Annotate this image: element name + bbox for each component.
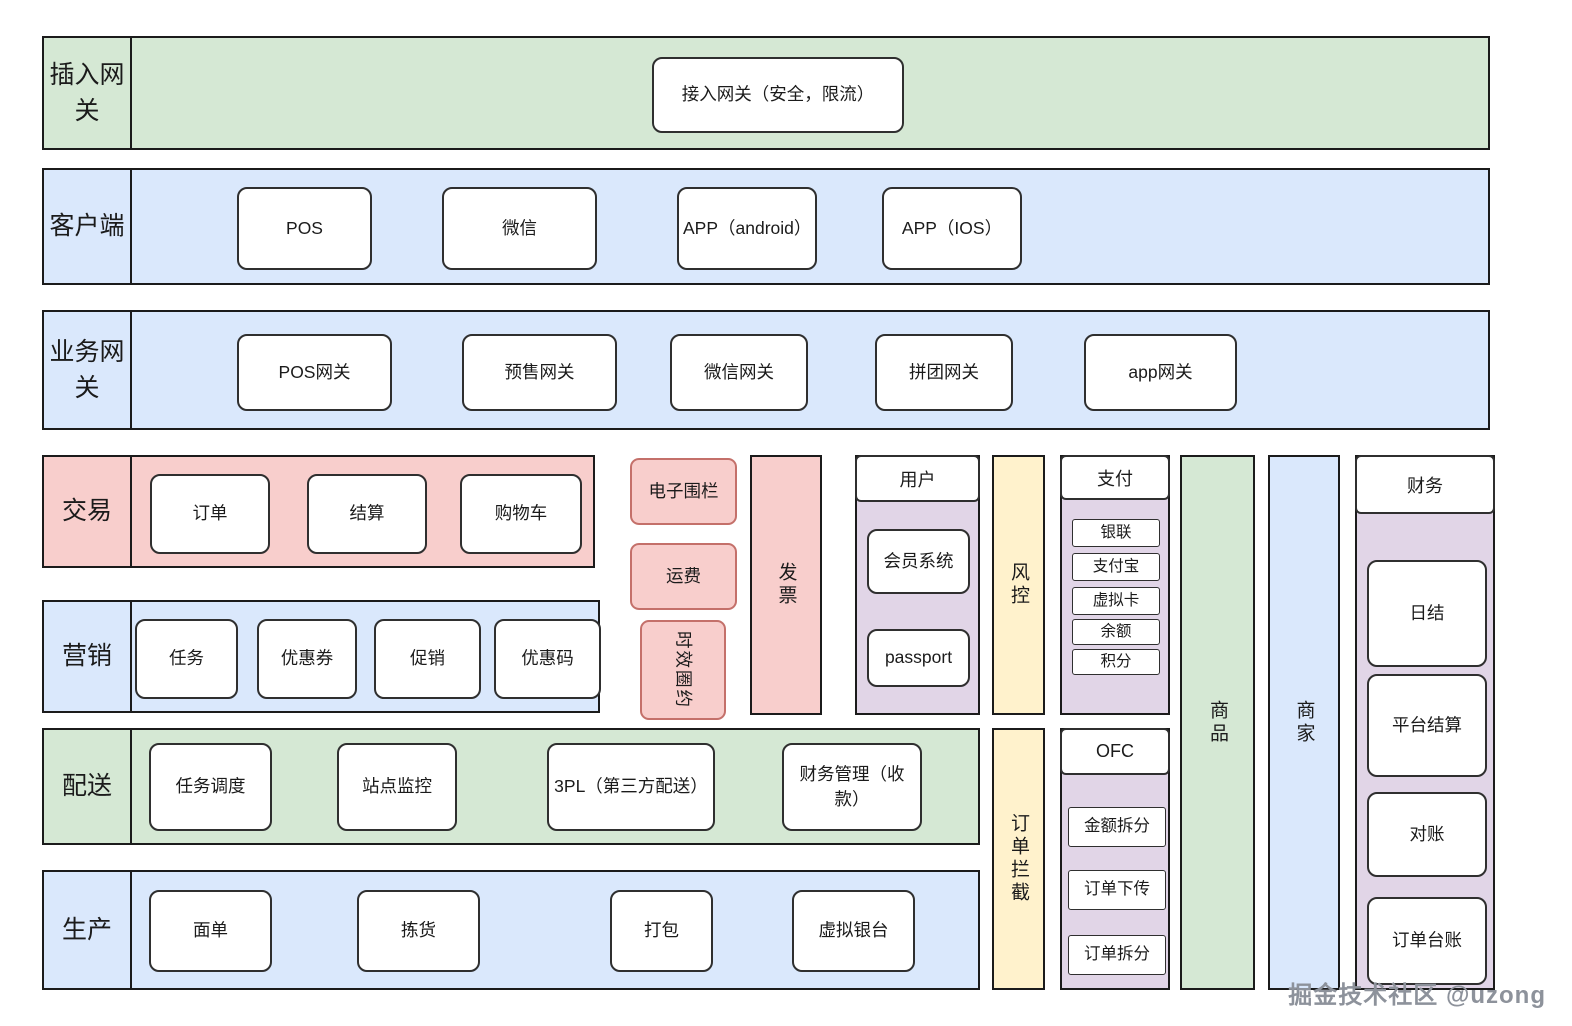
column-user-header: 用户 (855, 455, 980, 502)
column-risk-control-label: 风控 (1008, 562, 1029, 608)
node-invoice-label: 发票 (775, 562, 797, 608)
node-settlement: 结算 (307, 474, 427, 554)
node-task-scheduling: 任务调度 (149, 743, 272, 831)
node-group-buy-gateway: 拼团网关 (875, 334, 1013, 411)
node-promotion: 促销 (374, 619, 481, 699)
watermark: 掘金技术社区 @uzong (1288, 982, 1546, 1009)
layer-label-client: 客户端 (44, 170, 132, 283)
node-3pl: 3PL（第三方配送） (547, 743, 715, 831)
node-daily-settlement: 日结 (1367, 560, 1487, 667)
node-points: 积分 (1072, 649, 1160, 675)
column-product: 商品 (1180, 455, 1255, 990)
node-pos: POS (237, 187, 372, 270)
node-presale-gateway: 预售网关 (462, 334, 617, 411)
column-merchant-label: 商家 (1293, 699, 1315, 746)
node-virtual-cashier: 虚拟银台 (792, 890, 915, 972)
node-access-gateway: 接入网关（安全，限流） (652, 57, 904, 133)
node-wechat: 微信 (442, 187, 597, 270)
node-picking: 拣货 (357, 890, 480, 972)
node-waybill: 面单 (149, 890, 272, 972)
node-app-android: APP（android） (677, 187, 817, 270)
node-order-download: 订单下传 (1068, 870, 1166, 910)
column-user: 用户 会员系统 passport (855, 455, 980, 715)
node-cart: 购物车 (460, 474, 582, 554)
column-product-label: 商品 (1207, 699, 1228, 746)
column-payment-header: 支付 (1060, 455, 1170, 500)
node-sla: 时效圈约 (640, 620, 726, 720)
column-finance-header: 财务 (1355, 455, 1495, 514)
node-site-monitoring: 站点监控 (337, 743, 457, 831)
node-packing: 打包 (610, 890, 713, 972)
layer-client: 客户端 POS 微信 APP（android） APP（IOS） (42, 168, 1490, 285)
column-risk-control: 风控 (992, 455, 1045, 715)
column-merchant: 商家 (1268, 455, 1340, 990)
layer-label-production: 生产 (44, 872, 132, 988)
node-balance: 余额 (1072, 619, 1160, 645)
node-app-ios: APP（IOS） (882, 187, 1022, 270)
column-payment: 支付 银联 支付宝 虚拟卡 余额 积分 (1060, 455, 1170, 715)
column-finance: 财务 日结 平台结算 对账 订单台账 (1355, 455, 1495, 990)
node-passport: passport (867, 629, 970, 687)
node-app-gateway: app网关 (1084, 334, 1237, 411)
node-order: 订单 (150, 474, 270, 554)
node-task: 任务 (135, 619, 238, 699)
node-promo-code: 优惠码 (494, 619, 601, 699)
node-amount-split: 金额拆分 (1068, 807, 1166, 847)
layer-access-gateway: 插入网关 接入网关（安全，限流） (42, 36, 1490, 150)
node-invoice: 发票 (750, 455, 822, 715)
node-order-split: 订单拆分 (1068, 935, 1166, 975)
layer-marketing: 营销 任务 优惠券 促销 优惠码 (42, 600, 601, 713)
node-alipay: 支付宝 (1072, 553, 1160, 581)
node-unionpay: 银联 (1072, 519, 1160, 547)
layer-label-marketing: 营销 (44, 602, 132, 711)
node-sla-label: 时效圈约 (673, 631, 694, 709)
node-wechat-gateway: 微信网关 (670, 334, 808, 411)
layer-biz-gateway: 业务网关 POS网关 预售网关 微信网关 拼团网关 app网关 (42, 310, 1490, 430)
node-pos-gateway: POS网关 (237, 334, 392, 411)
node-virtual-card: 虚拟卡 (1072, 587, 1160, 615)
layer-label-trade: 交易 (44, 457, 132, 566)
column-ofc: OFC 金额拆分 订单下传 订单拆分 (1060, 728, 1170, 990)
layer-label-access-gateway: 插入网关 (44, 38, 132, 148)
node-freight: 运费 (630, 543, 737, 610)
node-member-system: 会员系统 (867, 529, 970, 594)
layer-delivery: 配送 任务调度 站点监控 3PL（第三方配送） 财务管理（收款） (42, 728, 980, 845)
node-finance-collection: 财务管理（收款） (782, 743, 922, 831)
column-ofc-header: OFC (1060, 728, 1170, 775)
column-order-intercept: 订单拦截 (992, 728, 1045, 990)
node-platform-settlement: 平台结算 (1367, 674, 1487, 777)
node-order-ledger: 订单台账 (1367, 897, 1487, 985)
node-electronic-fence: 电子围栏 (630, 458, 737, 525)
column-order-intercept-label: 订单拦截 (1008, 813, 1029, 905)
node-reconciliation: 对账 (1367, 792, 1487, 877)
layer-trade: 交易 订单 结算 购物车 (42, 455, 595, 568)
layer-production: 生产 面单 拣货 打包 虚拟银台 (42, 870, 980, 990)
node-coupon: 优惠券 (257, 619, 357, 699)
layer-label-biz-gateway: 业务网关 (44, 312, 132, 428)
layer-label-delivery: 配送 (44, 730, 132, 843)
